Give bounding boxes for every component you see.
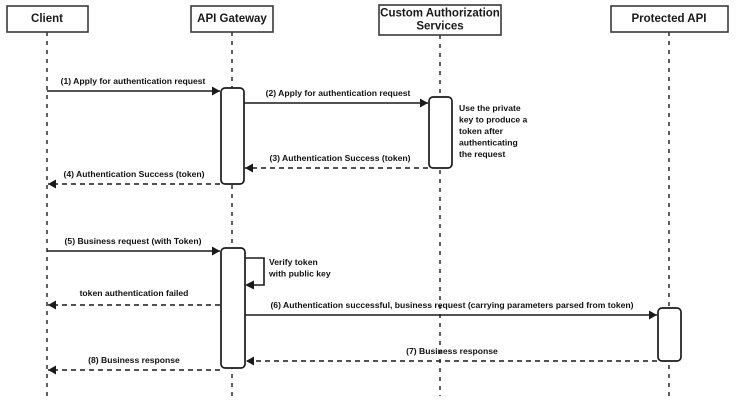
message-label-msg-4: (4) Authentication Success (token) [63,169,204,179]
activation-act-api-biz [657,307,682,362]
note-line-note-private-key: the request [459,149,505,159]
message-arrowhead-msg-3 [245,163,253,173]
participant-box-gateway[interactable] [190,5,274,33]
activations-layer [220,87,682,369]
message-label-msg-6: (6) Authentication successful, business … [270,300,633,310]
message-label-msg-2: (2) Apply for authentication request [266,88,411,98]
participant-label-gateway: API Gateway [197,13,267,25]
message-arrowhead-msg-6 [649,310,657,320]
self-message-path-self-verify [245,257,265,286]
participant-headers-layer: Client API Gateway Custom AuthorizationSer… [6,4,729,36]
message-arrowhead-msg-fail [48,300,56,310]
lifelines-layer [46,32,670,396]
note-line-note-private-key: token after [459,126,504,136]
activation-act-gateway-auth [220,87,245,185]
participant-box-api[interactable] [610,5,729,33]
activation-act-gateway-biz [220,247,246,369]
message-label-msg-8: (8) Business response [88,355,180,365]
message-arrowhead-msg-1 [212,86,220,96]
message-label-msg-5: (5) Business request (with Token) [65,236,202,246]
message-arrowhead-msg-8 [48,365,56,375]
self-message-label-self-verify: with public key [268,269,331,279]
participant-label-client: Client [31,13,63,25]
message-arrowhead-msg-5 [212,246,220,256]
participant-box-cas[interactable] [378,4,502,36]
note-line-note-private-key: Use the private [459,103,521,113]
message-label-msg-fail: token authentication failed [80,288,189,298]
message-arrowhead-msg-4 [48,179,56,189]
participant-label-cas: Custom Authorization [380,8,500,20]
message-label-msg-3: (3) Authentication Success (token) [269,153,410,163]
note-line-note-private-key: key to produce a [459,115,528,125]
message-label-msg-7: (7) Business response [406,346,498,356]
self-message-arrowhead-self-verify [245,280,254,290]
messages-layer: (1) Apply for authentication request (2) … [47,76,657,375]
self-messages-layer: Verify token with public key [245,257,331,290]
participant-label-cas: Services [416,21,463,33]
message-arrowhead-msg-2 [420,98,428,108]
self-message-label-self-verify: Verify token [269,257,318,267]
activation-act-cas-auth [428,96,453,169]
message-label-msg-1: (1) Apply for authentication request [61,76,206,86]
participant-box-client[interactable] [6,5,89,33]
message-arrowhead-msg-7 [246,356,254,366]
note-line-note-private-key: authenticating [459,138,518,148]
participant-label-api: Protected API [632,13,707,25]
